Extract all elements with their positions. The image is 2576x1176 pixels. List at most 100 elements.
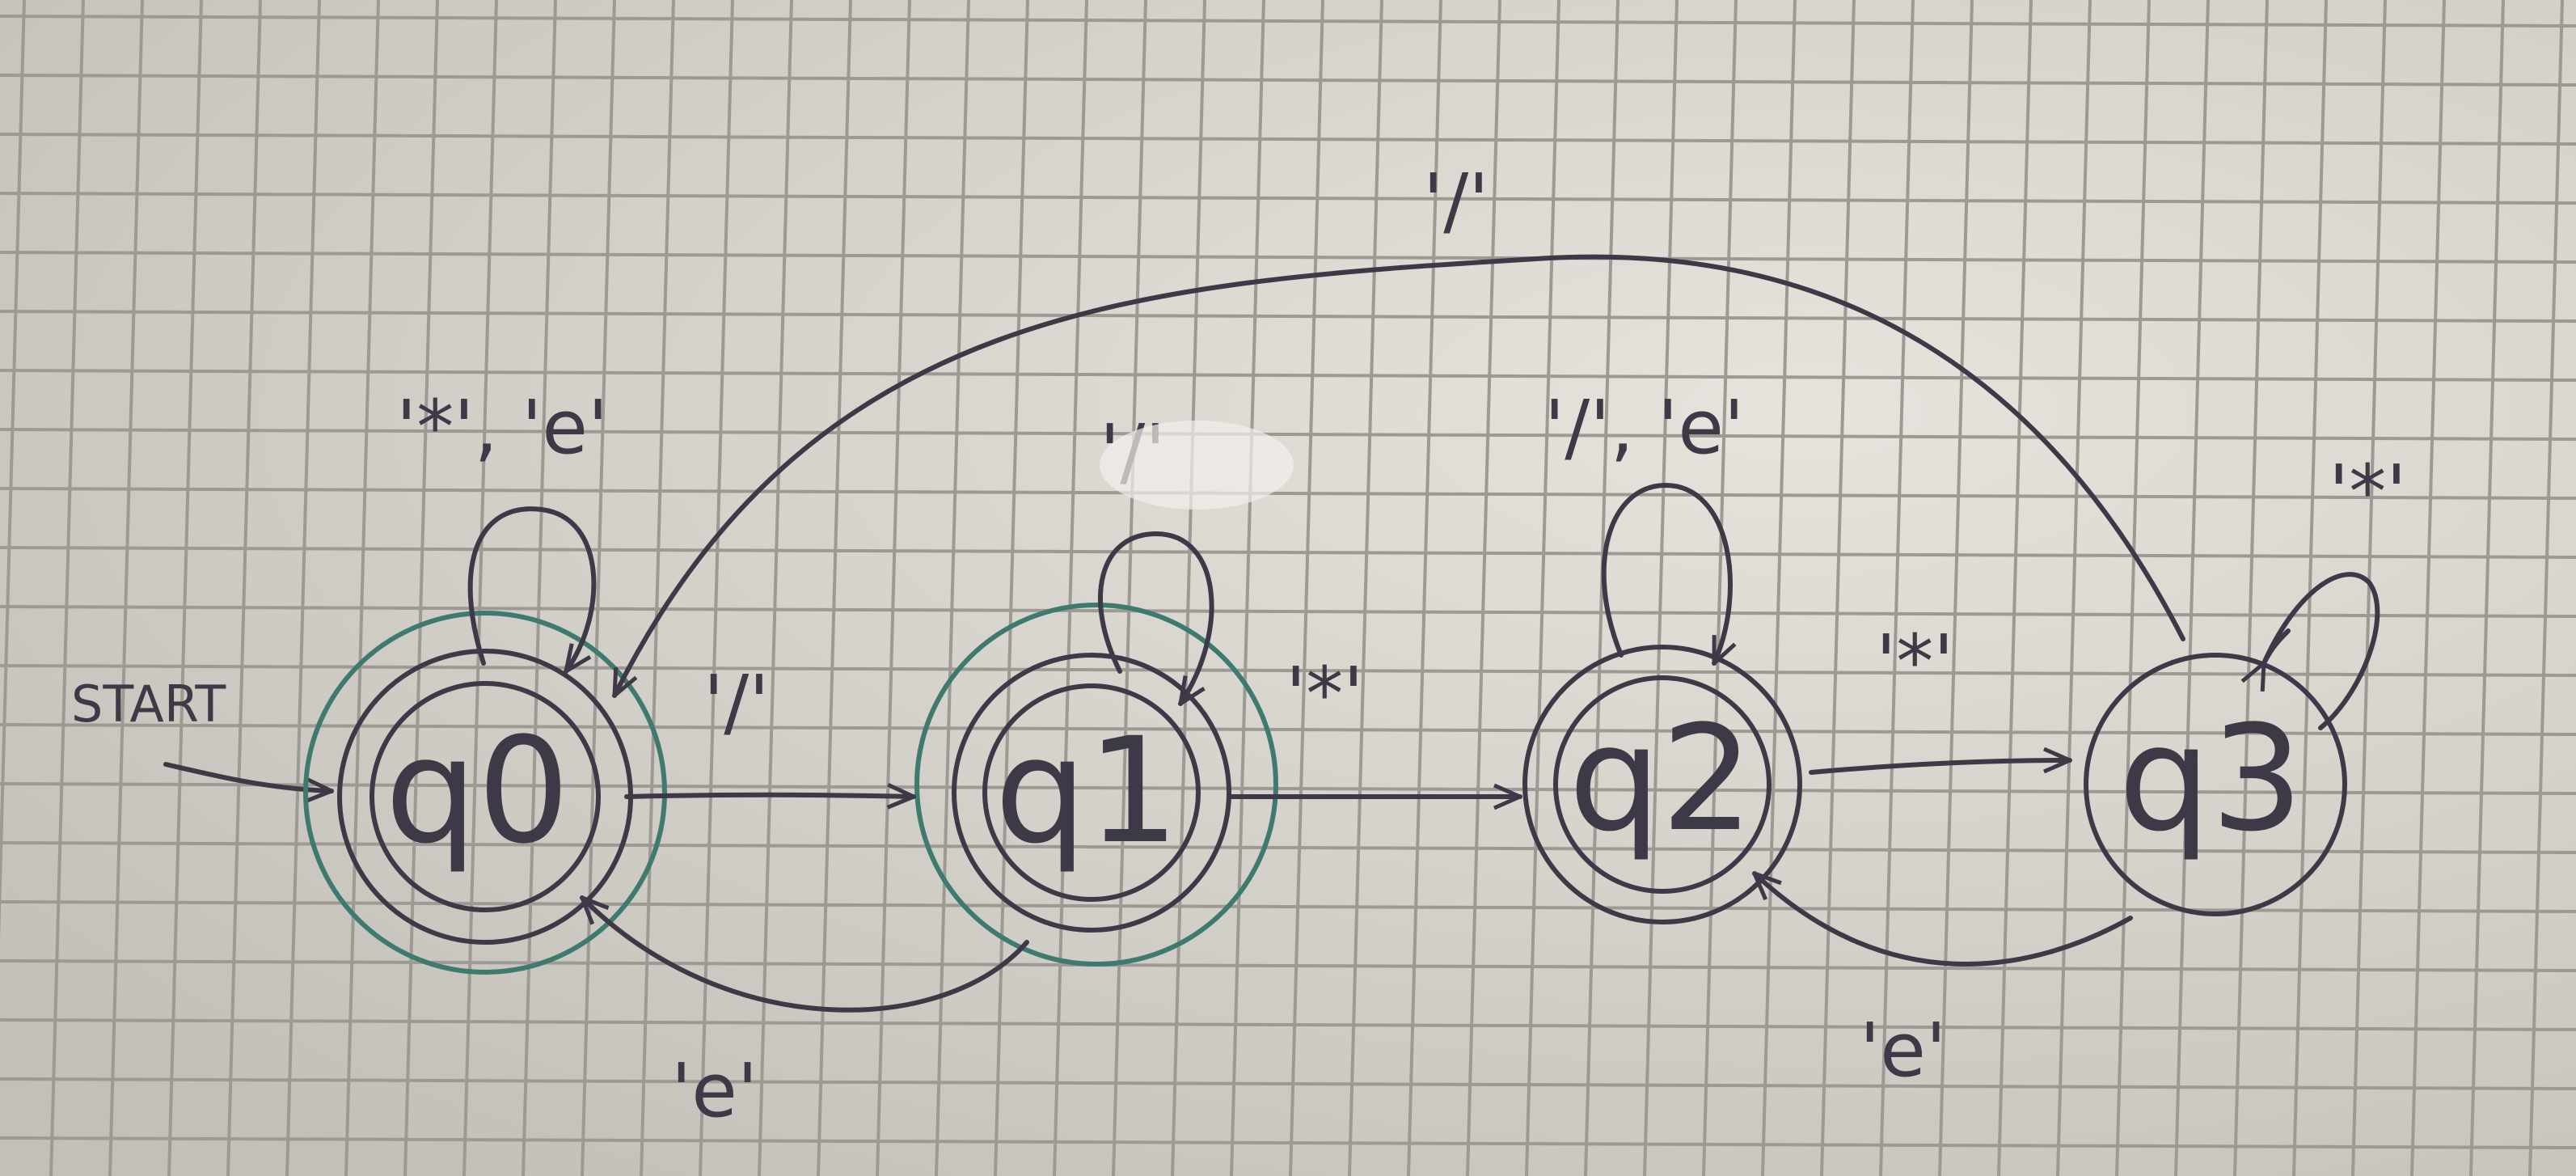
grid-line-vertical [1879, 0, 1915, 1176]
circle-q3 [2084, 653, 2347, 916]
grid-line-vertical [1053, 0, 1088, 1176]
grid-line-horizontal [0, 310, 2576, 323]
grid-line-vertical [935, 0, 970, 1176]
state-q3[interactable]: q3 [2084, 653, 2347, 916]
grid-line-vertical [876, 0, 911, 1176]
grid-line-horizontal [0, 782, 2576, 795]
edge-label-q3-q2: 'e' [1860, 1007, 1946, 1094]
inner-circle-q0 [370, 681, 601, 912]
grid-line-horizontal [0, 133, 2576, 146]
grid-line-vertical [1289, 0, 1324, 1176]
state-label-q0: q0 [385, 707, 570, 876]
grid-line-horizontal [0, 959, 2576, 972]
grid-line-vertical [2351, 0, 2387, 1176]
grid-line-horizontal [0, 1018, 2576, 1031]
grid-line-horizontal [0, 192, 2576, 205]
grid-line-vertical [403, 0, 439, 1176]
edge-label-q3-q3: '*' [2329, 449, 2407, 535]
grid-line-vertical [1702, 0, 1738, 1176]
grid-line-vertical [2174, 0, 2210, 1176]
grid-line-horizontal [0, 900, 2576, 913]
edge-q2-q2 [1601, 483, 1737, 666]
grid-line-horizontal [0, 369, 2576, 382]
grid-line-vertical [1997, 0, 2033, 1176]
edge-q3-q0 [612, 254, 2185, 698]
grid-line-vertical [581, 0, 616, 1176]
grid-line-vertical [2056, 0, 2092, 1176]
grid-line-vertical [1525, 0, 1560, 1176]
grid-line-vertical [1584, 0, 1620, 1176]
grid-line-horizontal [0, 74, 2576, 87]
grid-line-horizontal [0, 605, 2576, 618]
grid-line-horizontal [0, 15, 2576, 27]
grid-line-vertical [994, 0, 1029, 1176]
state-q1[interactable]: q1 [914, 603, 1278, 967]
state-label-q1: q1 [995, 707, 1180, 876]
grid-line-horizontal [0, 251, 2576, 264]
edge-label-q2-q3: '*' [1876, 619, 1954, 705]
grid-line-vertical [226, 0, 262, 1176]
grid-line-vertical [2528, 0, 2564, 1176]
grid-line-horizontal [0, 1136, 2576, 1149]
accepting-ring-q1 [914, 603, 1278, 967]
start-marker: START [71, 675, 334, 804]
grid-line-vertical [0, 0, 26, 941]
edge-label-q3-q0: '/' [1423, 158, 1489, 244]
edge-q1-q0 [580, 895, 1029, 1013]
edge-q1-q1 [1098, 531, 1214, 706]
grid-line-vertical [1938, 0, 1974, 1176]
edge-label-q1-q2: '*' [1286, 651, 1364, 738]
grid-line-vertical [2115, 0, 2151, 1176]
transitions: '*', 'e' '/' '/' 'e' '*' '/', 'e' '*' '*… [396, 158, 2407, 1134]
edge-label-q0-q0: '*', 'e' [396, 384, 608, 471]
edge-label-q2-q2: '/', 'e' [1544, 384, 1744, 471]
edge-q3-q2 [1752, 871, 2133, 967]
edge-label-q0-q1: '/' [703, 659, 770, 746]
grid-line-vertical [1761, 0, 1797, 1176]
edge-label-q1-q0: 'e' [671, 1047, 758, 1134]
inner-circle-q2 [1553, 675, 1772, 894]
accepting-ring-q0 [303, 611, 667, 975]
grid-line-vertical [285, 0, 321, 1176]
edge-q0-q1 [624, 782, 916, 810]
grid-line-vertical [49, 0, 85, 1176]
grid-line-horizontal [0, 723, 2576, 736]
inner-circle-q1 [982, 683, 1201, 902]
grid-line-horizontal [0, 546, 2576, 559]
grid-line-vertical [1112, 0, 1147, 1176]
grid-line-vertical [699, 0, 734, 1176]
outer-circle-q1 [952, 653, 1231, 933]
state-label-q2: q2 [1569, 695, 1754, 864]
outer-circle-q2 [1522, 645, 1802, 924]
edge-q0-q0 [467, 506, 597, 674]
grid-line-vertical [640, 0, 675, 1176]
grid-line-horizontal [0, 1077, 2576, 1090]
grid-line-vertical [344, 0, 380, 1176]
grid-line-vertical [817, 0, 852, 1176]
grid-line-vertical [2292, 0, 2328, 1176]
edge-q2-q3 [1809, 747, 2072, 775]
grid-line-vertical [167, 0, 203, 1176]
grid-line-vertical [2469, 0, 2505, 1176]
grid-line-vertical [1348, 0, 1383, 1176]
start-label: START [71, 675, 226, 734]
edge-q3-q3-head [2240, 628, 2291, 692]
grid-line-vertical [522, 0, 557, 1176]
grid-line-vertical [1230, 0, 1265, 1176]
grid-line-vertical [2410, 0, 2446, 1176]
grid-line-vertical [108, 0, 144, 1176]
grid-line-vertical [1820, 0, 1856, 1176]
state-label-q3: q3 [2118, 695, 2304, 864]
grid-line-horizontal [0, 428, 2576, 441]
grid-line-vertical [1407, 0, 1442, 1176]
grid-line-vertical [2233, 0, 2269, 1176]
state-q2[interactable]: q2 [1522, 645, 1802, 924]
start-arrow [163, 762, 334, 804]
grid-line-vertical [1171, 0, 1206, 1176]
grid-line-horizontal [0, 487, 2576, 500]
grid-line-vertical [1466, 0, 1501, 1176]
grid-line-vertical [1643, 0, 1679, 1176]
grid-line-horizontal [0, 841, 2576, 854]
